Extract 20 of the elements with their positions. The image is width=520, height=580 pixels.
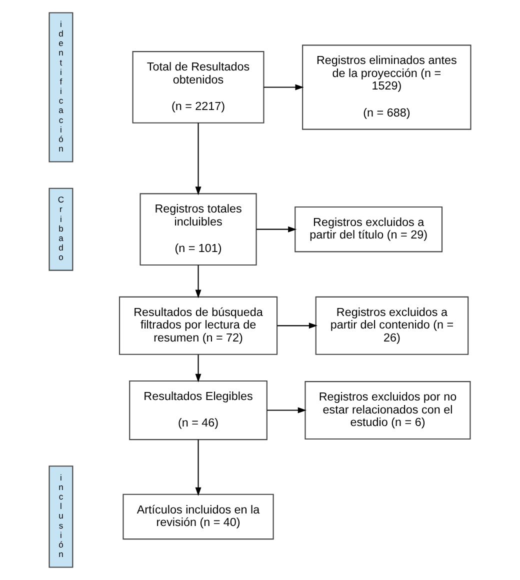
- arrow: [277, 322, 318, 329]
- node-box: Resultados de búsqueda filtrados por lectura de resumen (n = 72): [118, 296, 278, 355]
- node-box: identificación: [48, 12, 74, 162]
- arrow: [195, 440, 202, 496]
- node-box: Artículos incluidos en la revisión (n = 40): [122, 494, 274, 540]
- node-box: Registros totales incluibles (n = 101): [140, 193, 257, 266]
- arrow: [256, 226, 297, 232]
- node-box: Registros excluidos a partir del contenido (n = 26): [315, 296, 469, 355]
- node-box: Registros excluidos a partir del título (n = 29): [294, 206, 443, 252]
- node-box: Resultados Elegibles (n = 46): [129, 380, 268, 440]
- arrow: [195, 265, 202, 298]
- arrow: [267, 407, 306, 414]
- node-box: inclusión: [48, 466, 74, 568]
- arrow: [195, 122, 202, 196]
- arrow: [195, 354, 202, 382]
- arrow: [264, 84, 304, 90]
- node-box: Registros excluidos por no estar relacionados con el estudio (n = 6): [304, 381, 471, 440]
- node-box: Total de Resultados obtenidos (n = 2217): [132, 51, 264, 124]
- node-box: Registros eliminados antes de la proyección (n = 1529) (n = 688): [302, 44, 472, 130]
- node-box: Cribado: [48, 188, 74, 271]
